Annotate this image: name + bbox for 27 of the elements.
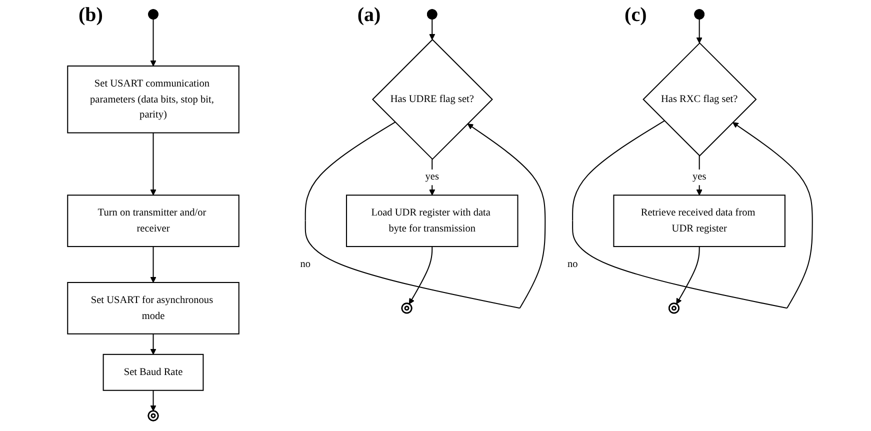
arrow bbox=[150, 246, 156, 283]
arrow bbox=[150, 334, 156, 355]
panel-label: (b) bbox=[78, 4, 103, 27]
node-diamond: Has UDRE flag set? bbox=[372, 38, 493, 160]
arrow bbox=[150, 19, 156, 66]
node-box: Load UDR register with data byte for transmission bbox=[346, 194, 518, 248]
arrow bbox=[150, 132, 156, 196]
node-box: Set USART communication parameters (data bits, stop bit, parity) bbox=[67, 66, 240, 134]
edge-label: no bbox=[300, 258, 311, 270]
arrow bbox=[304, 122, 546, 309]
node-box: Set Baud Rate bbox=[102, 354, 204, 391]
arrow bbox=[572, 120, 813, 309]
edge-label: yes bbox=[425, 172, 439, 182]
arrow bbox=[150, 390, 156, 412]
node-box: Turn on transmitter and/or receiver bbox=[67, 194, 240, 248]
edge-label: no bbox=[567, 258, 578, 270]
edge-label: yes bbox=[692, 172, 706, 182]
arrow bbox=[429, 19, 436, 40]
arrow bbox=[696, 19, 702, 44]
arrow bbox=[676, 246, 700, 304]
arrow bbox=[408, 246, 433, 304]
panel-label: (c) bbox=[624, 4, 647, 27]
node-box: Retrieve received data from UDR register bbox=[613, 194, 786, 248]
node-diamond: Has RXC flag set? bbox=[642, 42, 757, 156]
node-box: Set USART for asynchronous mode bbox=[67, 282, 240, 334]
panel-label: (a) bbox=[357, 4, 381, 27]
arrow bbox=[696, 156, 702, 196]
